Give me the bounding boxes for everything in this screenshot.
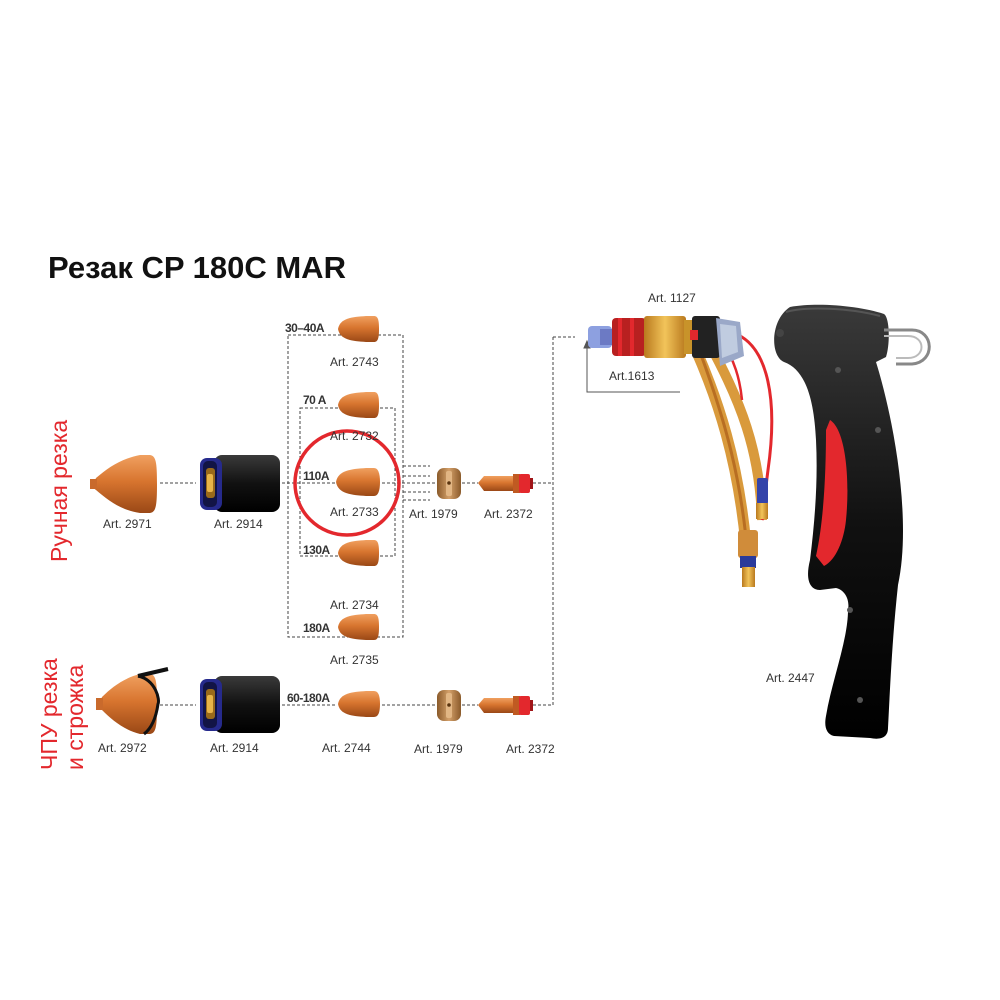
part-label-2743: Art. 2743: [330, 355, 379, 369]
amperage-180: 180A: [303, 621, 330, 635]
part-label-2733: Art. 2733: [330, 505, 379, 519]
amperage-30-40: 30–40A: [285, 321, 325, 335]
part-label-1979-cnc: Art. 1979: [414, 742, 463, 756]
part-label-2744: Art. 2744: [322, 741, 371, 755]
section-label-manual-cutting: Ручная резка: [46, 419, 72, 562]
nozzle-art-2735: [338, 614, 379, 640]
part-label-2734: Art. 2734: [330, 598, 379, 612]
part-label-2972: Art. 2972: [98, 741, 147, 755]
part-label-2735: Art. 2735: [330, 653, 379, 667]
part-label-2914-cnc: Art. 2914: [210, 741, 259, 755]
nozzle-art-2734: [338, 540, 379, 566]
part-label-2971: Art. 2971: [103, 517, 152, 531]
nozzle-art-2744: [338, 691, 380, 717]
part-label-2914-manual: Art. 2914: [214, 517, 263, 531]
section-label-cnc-cutting: ЧПУ резка: [36, 658, 62, 770]
part-label-2372-cnc: Art. 2372: [506, 742, 555, 756]
section-label-cnc-gouging: и строжка: [62, 664, 88, 770]
highlight-circle: [293, 429, 401, 537]
electrode-art-2372-cnc: [478, 696, 533, 715]
part-label-1979-manual: Art. 1979: [409, 507, 458, 521]
retaining-cap-art-2914-cnc: [200, 676, 280, 733]
amperage-130: 130A: [303, 543, 330, 557]
part-label-2732: Art. 2732: [330, 429, 379, 443]
nozzle-art-2733: [336, 468, 380, 496]
amperage-110: 110A: [303, 469, 330, 483]
part-label-1127: Art. 1127: [648, 291, 696, 305]
shield-cup-art-2972: [96, 667, 169, 736]
swirl-ring-art-1979-cnc: [437, 690, 461, 721]
amperage-70: 70 A: [303, 393, 326, 407]
amperage-60-180: 60-180A: [287, 691, 330, 705]
torch-head-art-1127: [588, 316, 774, 587]
diagram-title: Резак CP 180C MAR: [48, 250, 346, 285]
torch-handle-art-2447: [774, 304, 931, 739]
part-label-2372-manual: Art. 2372: [484, 507, 533, 521]
electrode-art-2372-manual: [478, 474, 533, 493]
nozzle-art-2743: [338, 316, 379, 342]
nozzle-art-2732: [338, 392, 379, 418]
part-label-2447: Art. 2447: [766, 671, 815, 685]
retaining-cap-art-2914-manual: [200, 455, 280, 512]
part-label-1613: Art.1613: [609, 369, 655, 383]
swirl-ring-art-1979-manual: [437, 468, 461, 499]
shield-cup-art-2971: [90, 455, 157, 513]
